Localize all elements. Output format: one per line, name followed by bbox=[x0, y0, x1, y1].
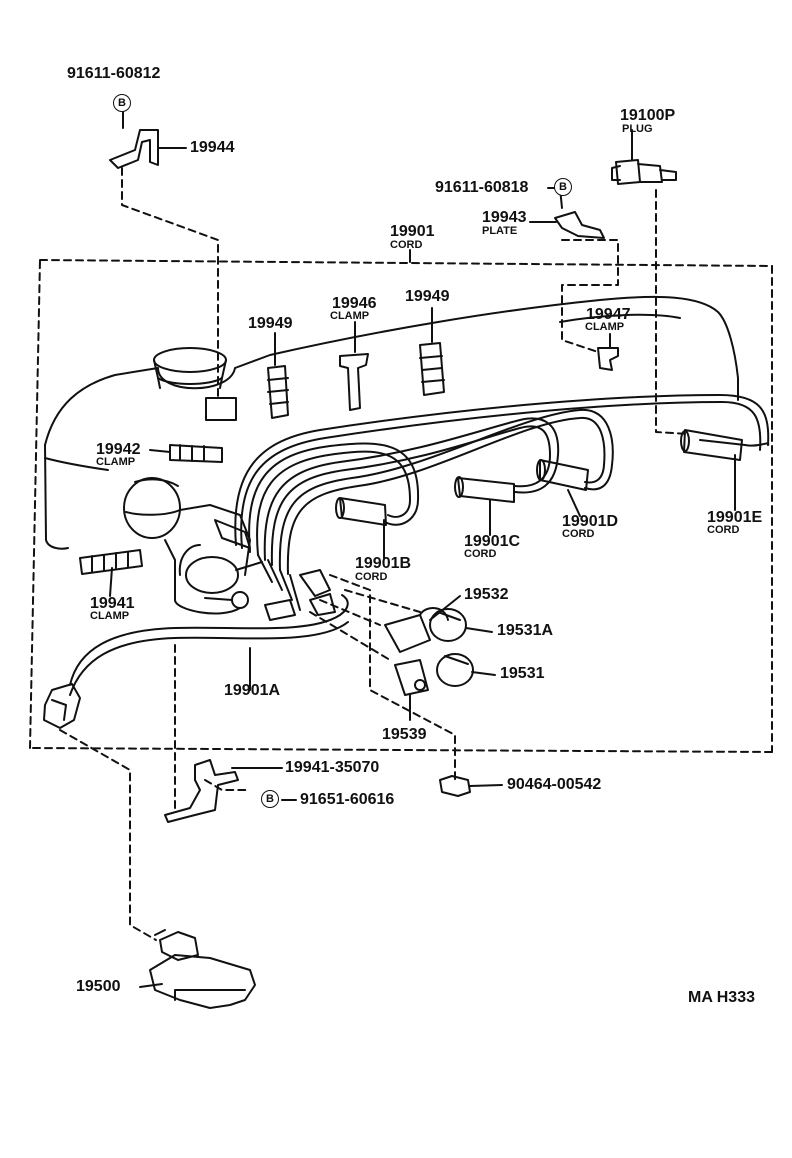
plug-cords-bundle bbox=[235, 395, 768, 610]
assembly-frame bbox=[30, 260, 772, 752]
connector-19532 bbox=[385, 608, 448, 652]
plug-boots bbox=[336, 430, 742, 525]
distributor-terminals bbox=[265, 570, 335, 620]
bracket-19944 bbox=[110, 130, 158, 168]
clip-90464 bbox=[440, 776, 470, 796]
distributor bbox=[124, 478, 262, 613]
oil-cap bbox=[154, 348, 226, 388]
clamp-19941 bbox=[80, 550, 142, 574]
guide-lines bbox=[60, 168, 688, 940]
clamp-19949-right bbox=[420, 343, 444, 395]
bracket-19941-35070 bbox=[165, 760, 238, 822]
cover-bracket bbox=[206, 398, 236, 420]
ignition-coil bbox=[150, 930, 255, 1008]
connector-19531A bbox=[430, 609, 466, 641]
coil-cord bbox=[44, 595, 348, 728]
clamp-19947 bbox=[598, 348, 618, 370]
clamp-19949-left bbox=[268, 366, 288, 418]
clamp-19946 bbox=[340, 354, 368, 410]
connector-19539 bbox=[395, 660, 428, 695]
connector-19531 bbox=[437, 654, 473, 686]
engine-cover-outline bbox=[45, 297, 738, 549]
clamp-19942 bbox=[170, 445, 222, 462]
spark-plug bbox=[612, 160, 676, 184]
leader-lines bbox=[110, 112, 735, 987]
plate-19943 bbox=[555, 212, 604, 238]
